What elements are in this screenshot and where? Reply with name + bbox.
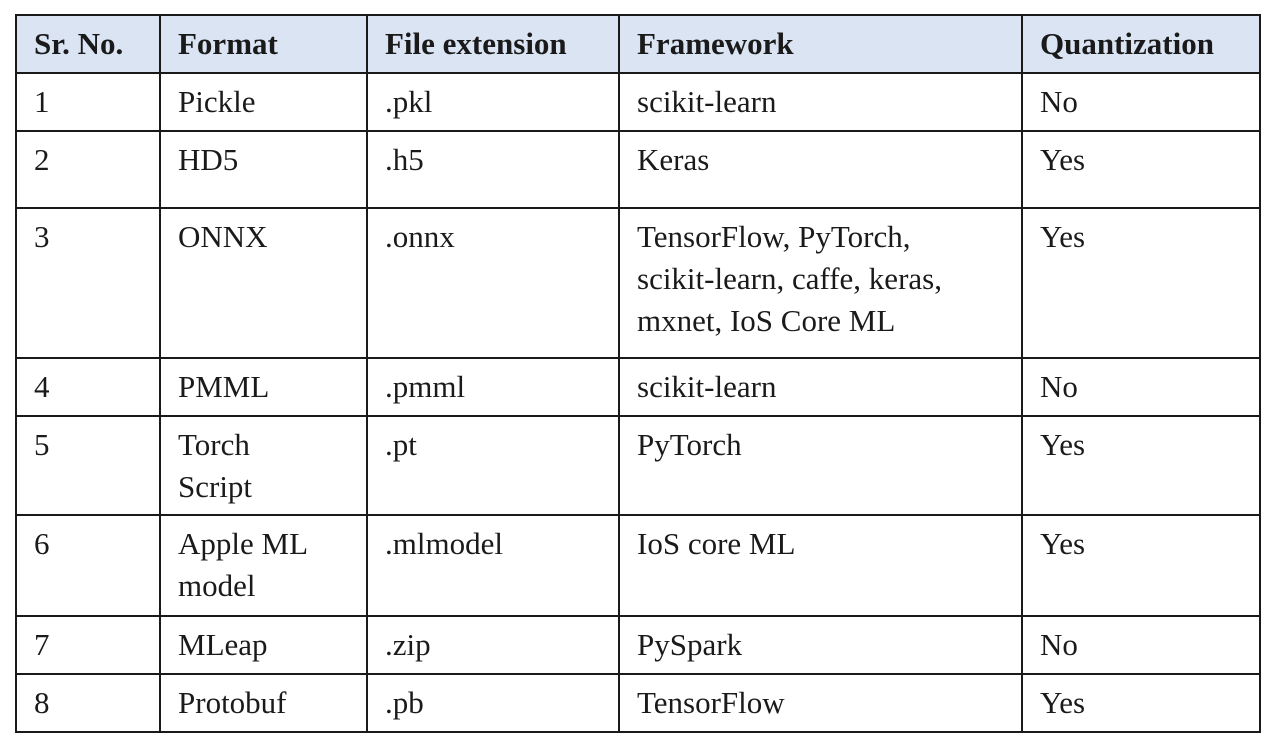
cell-sr-no: 8 [15,673,161,733]
cell-file-extension: .onnx [366,207,620,359]
cell-quantization: No [1021,357,1261,417]
header-framework: Framework [618,14,1023,74]
format-line: Script [178,469,253,504]
framework-line: scikit-learn, caffe, keras, [637,261,942,296]
table-row: 5 Torch Script .pt PyTorch Yes [15,415,1261,516]
table-row: 1 Pickle .pkl scikit-learn No [15,72,1261,132]
model-formats-table: Sr. No. Format File extension Framework … [15,14,1261,733]
table-row: 6 Apple ML model .mlmodel IoS core ML Ye… [15,514,1261,617]
table-row: 4 PMML .pmml scikit-learn No [15,357,1261,417]
header-format: Format [159,14,368,74]
header-file-extension: File extension [366,14,620,74]
header-quantization: Quantization [1021,14,1261,74]
format-line: Apple ML [178,526,309,561]
cell-quantization: Yes [1021,673,1261,733]
cell-quantization: Yes [1021,207,1261,359]
cell-file-extension: .h5 [366,130,620,209]
cell-file-extension: .mlmodel [366,514,620,617]
cell-file-extension: .pb [366,673,620,733]
table-row: 2 HD5 .h5 Keras Yes [15,130,1261,209]
cell-sr-no: 3 [15,207,161,359]
cell-format: Apple ML model [159,514,368,617]
table-row: 3 ONNX .onnx TensorFlow, PyTorch, scikit… [15,207,1261,359]
cell-framework: Keras [618,130,1023,209]
cell-format: HD5 [159,130,368,209]
cell-framework: scikit-learn [618,72,1023,132]
cell-framework: PySpark [618,615,1023,675]
cell-file-extension: .pt [366,415,620,516]
cell-format: Protobuf [159,673,368,733]
table-row: 8 Protobuf .pb TensorFlow Yes [15,673,1261,733]
cell-sr-no: 1 [15,72,161,132]
cell-format: PMML [159,357,368,417]
cell-file-extension: .pkl [366,72,620,132]
cell-quantization: Yes [1021,514,1261,617]
cell-framework: IoS core ML [618,514,1023,617]
cell-file-extension: .zip [366,615,620,675]
formats-table-container: Sr. No. Format File extension Framework … [15,14,1261,733]
cell-format: Torch Script [159,415,368,516]
framework-line: TensorFlow, PyTorch, [637,219,911,254]
cell-framework: TensorFlow, PyTorch, scikit-learn, caffe… [618,207,1023,359]
table-row: 7 MLeap .zip PySpark No [15,615,1261,675]
format-line: model [178,568,256,603]
cell-format: ONNX [159,207,368,359]
cell-framework: PyTorch [618,415,1023,516]
cell-framework: TensorFlow [618,673,1023,733]
table-header-row: Sr. No. Format File extension Framework … [15,14,1261,74]
framework-line: mxnet, IoS Core ML [637,303,896,338]
cell-sr-no: 5 [15,415,161,516]
cell-framework: scikit-learn [618,357,1023,417]
cell-file-extension: .pmml [366,357,620,417]
cell-sr-no: 6 [15,514,161,617]
cell-format: Pickle [159,72,368,132]
cell-quantization: No [1021,72,1261,132]
header-sr-no: Sr. No. [15,14,161,74]
cell-sr-no: 7 [15,615,161,675]
format-line: Torch [178,427,250,462]
cell-quantization: Yes [1021,415,1261,516]
cell-sr-no: 2 [15,130,161,209]
cell-quantization: No [1021,615,1261,675]
cell-format: MLeap [159,615,368,675]
cell-sr-no: 4 [15,357,161,417]
cell-quantization: Yes [1021,130,1261,209]
